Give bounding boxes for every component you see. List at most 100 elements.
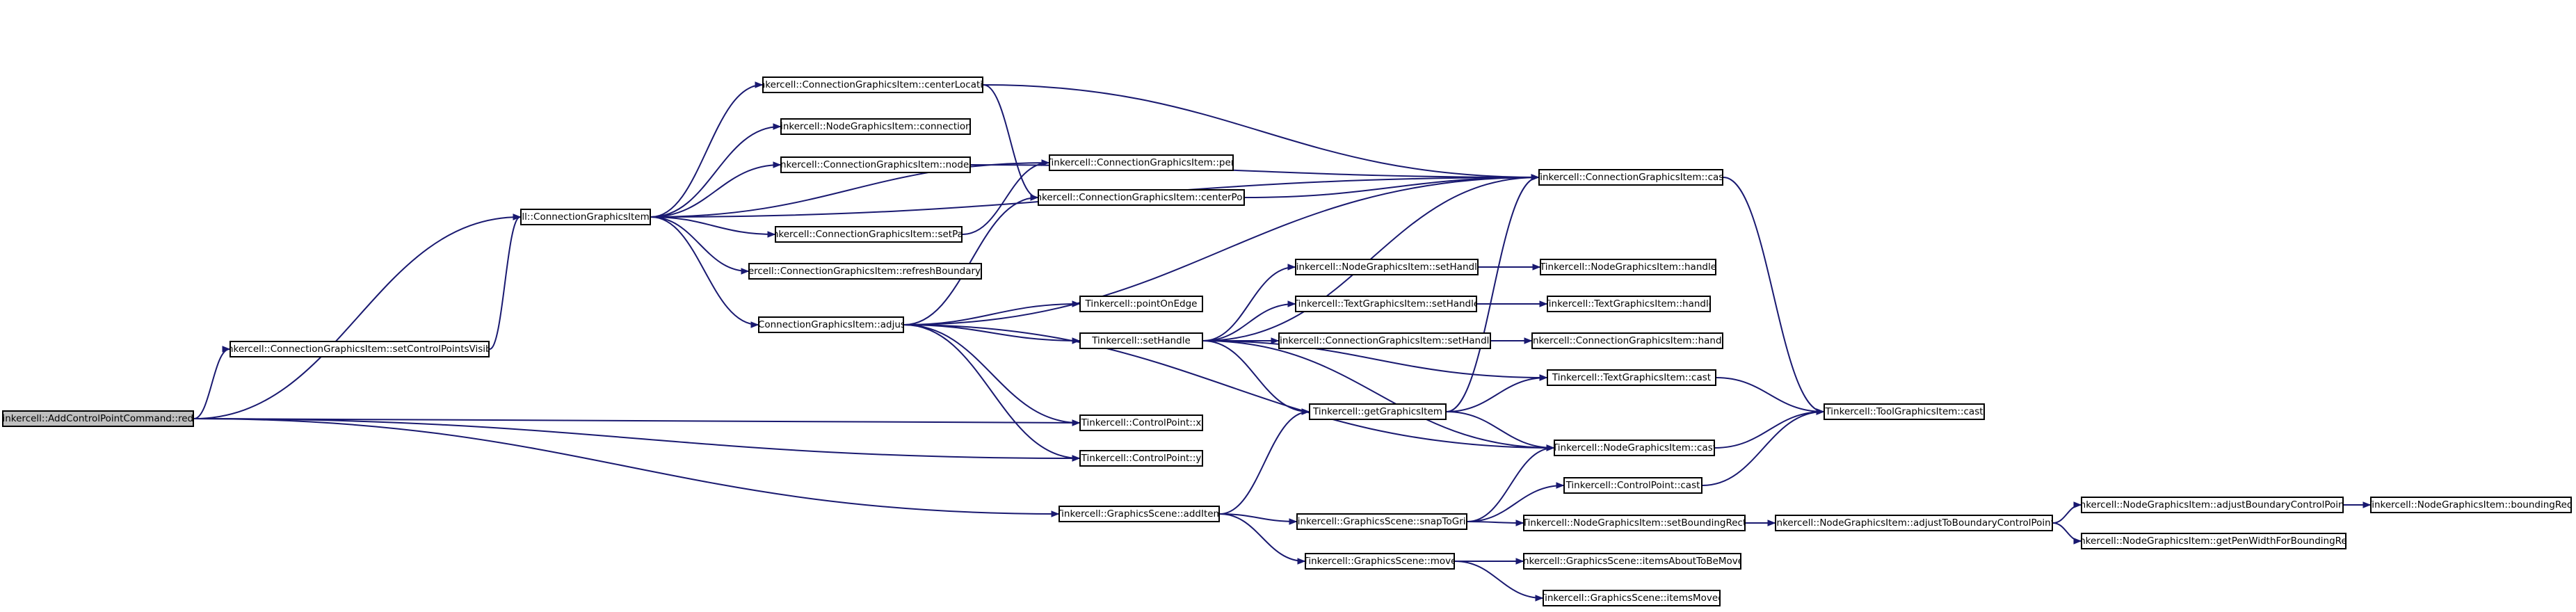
graph-node[interactable]: Tinkercell::ConnectionGraphicsItem::refr…	[520, 209, 651, 225]
arrowhead	[773, 123, 782, 130]
call-edge	[1467, 485, 1564, 522]
call-edge	[1244, 177, 1539, 198]
graph-node[interactable]: Tinkercell::ConnectionGraphicsItem::cast	[1538, 169, 1723, 186]
arrowhead	[750, 321, 759, 328]
call-edge	[1219, 411, 1310, 515]
call-edge	[903, 324, 1080, 459]
call-edge	[650, 162, 1049, 218]
arrowhead	[1072, 300, 1081, 307]
graph-node[interactable]: Tinkercell::TextGraphicsItem::cast	[1547, 369, 1716, 386]
arrowhead	[1556, 482, 1565, 489]
graph-node[interactable]: Tinkercell::NodeGraphicsItem::getPenWidt…	[2081, 533, 2346, 549]
arrowhead	[773, 161, 782, 168]
graph-node[interactable]: Tinkercell::ConnectionGraphicsItem::setC…	[230, 341, 490, 357]
arrowhead	[1072, 419, 1081, 426]
call-edge	[903, 303, 1080, 325]
graph-node[interactable]: Tinkercell::NodeGraphicsItem::setHandle	[1295, 259, 1479, 275]
call-edge	[650, 164, 781, 218]
call-edge	[650, 84, 763, 218]
call-edge	[650, 216, 759, 325]
graph-node[interactable]: Tinkercell::ConnectionGraphicsItem::setH…	[1278, 332, 1491, 349]
call-edge	[193, 348, 230, 419]
call-edge	[903, 197, 1038, 325]
call-edge	[1702, 411, 1824, 486]
graph-node[interactable]: Tinkercell::ConnectionGraphicsItem::refr…	[748, 263, 982, 280]
arrowhead	[1271, 337, 1280, 344]
graph-node[interactable]: Tinkercell::pointOnEdge	[1079, 296, 1203, 312]
arrowhead	[741, 268, 750, 275]
arrowhead	[1301, 408, 1310, 415]
graph-node[interactable]: Tinkercell::ControlPoint::cast	[1563, 477, 1702, 494]
arrowhead	[2073, 538, 2082, 545]
graph-node[interactable]: Tinkercell::NodeGraphicsItem::connection…	[780, 118, 971, 135]
graph-node[interactable]: Tinkercell::NodeGraphicsItem::adjustToBo…	[1775, 515, 2053, 531]
arrowhead	[1289, 518, 1298, 525]
call-edge	[2052, 504, 2082, 524]
graph-node[interactable]: Tinkercell::NodeGraphicsItem::cast	[1554, 440, 1715, 456]
arrowhead	[1546, 444, 1555, 451]
arrowhead	[1531, 174, 1540, 181]
call-edge	[650, 216, 749, 272]
call-edge	[1219, 513, 1305, 562]
arrowhead	[1072, 455, 1081, 462]
call-edge	[193, 418, 1080, 424]
arrowhead	[1539, 374, 1548, 381]
call-edge	[1454, 561, 1543, 599]
call-edge	[1202, 303, 1296, 341]
graph-node[interactable]: Tinkercell::NodeGraphicsItem::adjustBoun…	[2081, 497, 2344, 513]
graph-node[interactable]: Tinkercell::getGraphicsItem	[1309, 403, 1447, 420]
call-edge	[903, 324, 1080, 341]
graph-node[interactable]: Tinkercell::NodeGraphicsItem::boundingRe…	[2370, 497, 2572, 513]
call-edge	[962, 162, 1049, 235]
arrowhead	[755, 81, 764, 88]
graph-node[interactable]: Tinkercell::ToolGraphicsItem::cast	[1824, 403, 1985, 420]
arrowhead	[222, 346, 231, 353]
call-edge	[903, 324, 1554, 449]
graph-node[interactable]: Tinkercell::ControlPoint::y	[1079, 450, 1203, 467]
call-edge	[1714, 411, 1824, 449]
call-edge	[983, 84, 1539, 178]
arrowhead	[2362, 501, 2372, 508]
call-edge	[1446, 377, 1547, 412]
call-edge	[193, 216, 521, 419]
graph-node[interactable]: Tinkercell::NodeGraphicsItem::handle	[1540, 259, 1716, 275]
graph-node[interactable]: Tinkercell::ConnectionGraphicsItem::pen	[1049, 154, 1234, 171]
graph-node[interactable]: Tinkercell::ConnectionGraphicsItem::cent…	[1038, 189, 1245, 206]
graph-node[interactable]: Tinkercell::GraphicsScene::itemsAboutToB…	[1523, 553, 1741, 570]
call-edge	[1446, 177, 1539, 412]
graph-node[interactable]: Tinkercell::GraphicsScene::itemsMoved	[1543, 590, 1721, 606]
call-edge	[1716, 377, 1824, 412]
call-edge	[1446, 411, 1554, 449]
graph-node[interactable]: Tinkercell::ConnectionGraphicsItem::setP…	[775, 226, 963, 243]
call-edge	[489, 216, 521, 350]
arrowhead	[1287, 264, 1296, 271]
graph-node[interactable]: Tinkercell::GraphicsScene::move	[1305, 553, 1455, 570]
call-edge	[193, 418, 1080, 459]
graph-node[interactable]: Tinkercell::GraphicsScene::addItem	[1058, 506, 1220, 522]
arrowhead	[1535, 595, 1544, 602]
graph-node[interactable]: Tinkercell::TextGraphicsItem::handle	[1547, 296, 1711, 312]
arrowhead	[2073, 501, 2082, 508]
graph-node[interactable]: Tinkercell::ConnectionGraphicsItem::adju…	[758, 316, 904, 333]
call-edge	[1467, 447, 1554, 522]
arrowhead	[1041, 159, 1050, 166]
graph-node[interactable]: Tinkercell::NodeGraphicsItem::setBoundin…	[1523, 515, 1746, 531]
arrowhead	[1051, 510, 1060, 517]
arrowhead	[1515, 558, 1524, 565]
graph-node[interactable]: Tinkercell::setHandle	[1079, 332, 1203, 349]
graph-node[interactable]: Tinkercell::ConnectionGraphicsItem::hand…	[1531, 332, 1723, 349]
arrowhead	[1767, 520, 1776, 526]
graph-node[interactable]: Tinkercell::TextGraphicsItem::setHandle	[1295, 296, 1477, 312]
graph-node[interactable]: Tinkercell::ConnectionGraphicsItem::node…	[780, 156, 971, 173]
graph-node[interactable]: Tinkercell::ControlPoint::x	[1079, 414, 1203, 431]
root-node[interactable]: Tinkercell::AddControlPointCommand::redo	[2, 410, 194, 427]
call-edge	[1202, 340, 1554, 449]
call-edge	[650, 126, 781, 218]
arrowhead	[1539, 300, 1548, 307]
graph-node[interactable]: Tinkercell::GraphicsScene::snapToGrid	[1296, 513, 1467, 530]
arrowhead	[513, 214, 522, 220]
arrowhead	[1515, 520, 1524, 526]
graph-node[interactable]: Tinkercell::ConnectionGraphicsItem::cent…	[762, 76, 983, 93]
call-edge	[1202, 340, 1310, 412]
arrowhead	[767, 231, 776, 238]
